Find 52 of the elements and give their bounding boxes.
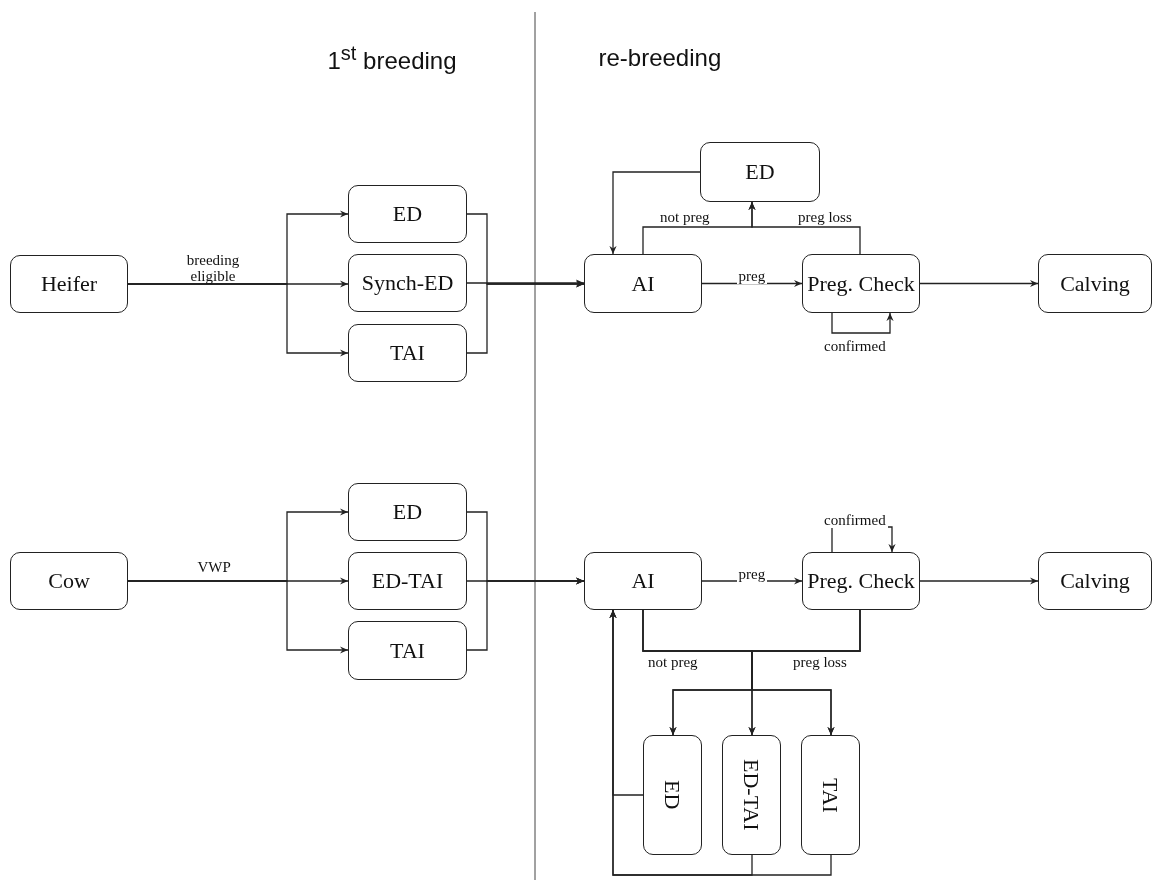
process-box [10, 552, 128, 610]
process-box [643, 735, 702, 855]
node-label: ED [392, 500, 423, 524]
arrow [831, 312, 894, 334]
node-label: TAI [390, 638, 425, 663]
process-box [802, 552, 920, 610]
column-heading: 1$^{st}$ breeding [327, 41, 457, 75]
process-box [801, 735, 860, 855]
node-label: Heifer [40, 272, 98, 296]
process-box [584, 552, 702, 610]
process-box [348, 185, 467, 243]
process-box [1038, 552, 1152, 610]
process-box [802, 254, 920, 313]
process-box [584, 254, 702, 313]
edge-label: breeding eligible [185, 251, 241, 285]
arrow [127, 283, 349, 357]
node-label: TAI [818, 777, 843, 813]
arrow [748, 201, 861, 255]
arrow [919, 279, 1039, 288]
node-label: TAI [390, 341, 425, 365]
arrow [609, 171, 701, 255]
arrow [466, 280, 585, 354]
node-label: Preg. Check [807, 569, 915, 593]
node-label: AI [631, 569, 655, 593]
process-box [348, 324, 467, 382]
arrow [609, 609, 832, 876]
edge-label: confirmed [822, 511, 888, 528]
column-heading: re-breeding [598, 44, 722, 72]
process-box [348, 254, 467, 312]
node-label: ED-TAI [739, 759, 764, 831]
arrow [919, 577, 1039, 585]
process-box [1038, 254, 1152, 313]
process-box [10, 255, 128, 313]
node-label: Synch-ED [361, 271, 454, 295]
node-label: Calving [1060, 271, 1130, 296]
edge-label: confirmed [822, 337, 888, 354]
node-label: ED [660, 780, 685, 810]
node-label: ED [745, 160, 775, 184]
process-box [348, 621, 467, 680]
process-box [348, 552, 467, 610]
node-label: Cow [48, 569, 90, 593]
arrow [466, 577, 585, 651]
arrow [127, 580, 349, 654]
node-label: AI [631, 271, 655, 296]
node-label: ED-TAI [371, 569, 444, 593]
node-label: ED [392, 202, 423, 226]
node-label: Preg. Check [807, 271, 915, 296]
arrow [466, 279, 585, 287]
process-box [348, 483, 467, 541]
node-label: Calving [1060, 569, 1130, 593]
process-box [700, 142, 820, 202]
process-box [722, 735, 781, 855]
